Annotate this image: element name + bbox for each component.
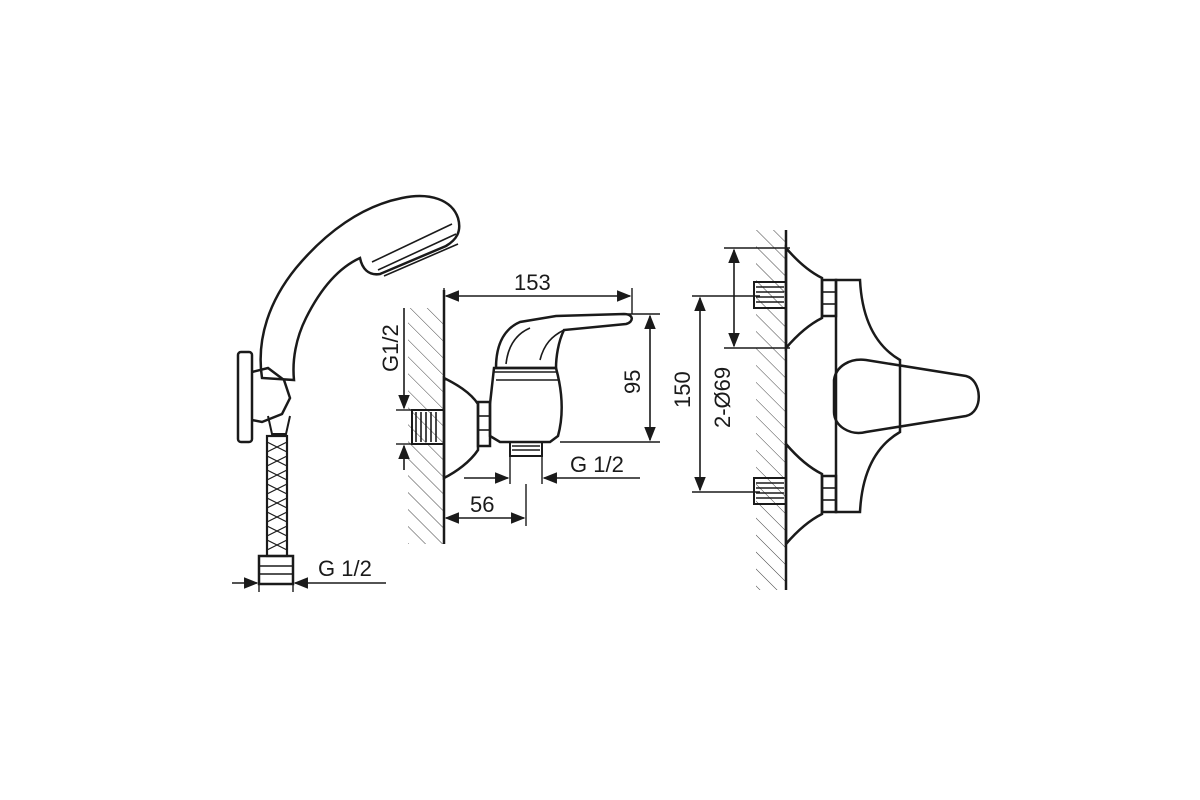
wall-thread-dimension: G1/2 xyxy=(378,324,403,372)
width-dimension: 153 xyxy=(514,270,551,295)
wall-hatch-front xyxy=(756,230,786,590)
mixer-lever xyxy=(494,312,633,370)
hose-braid xyxy=(266,441,288,551)
height-dimension: 95 xyxy=(620,370,645,394)
mixer-body xyxy=(488,366,563,444)
wall-flange xyxy=(442,375,480,481)
hose-nut xyxy=(257,554,295,586)
wall-offset-dimension: 56 xyxy=(470,492,494,517)
shower-handset xyxy=(259,194,461,382)
shower-hose xyxy=(265,434,289,558)
hose-thread-dimension: G 1/2 xyxy=(318,556,372,581)
front-mixer-body xyxy=(834,278,902,514)
front-view: 2-Ø69 150 xyxy=(670,230,980,590)
wall-bracket xyxy=(236,350,254,444)
front-mixer-lever xyxy=(832,358,980,435)
outlet-thread-dimension: G 1/2 xyxy=(570,452,624,477)
shower-head-assembly: G 1/2 xyxy=(232,194,461,592)
flange-dimension: 2-Ø69 xyxy=(710,367,735,428)
bracket-holder xyxy=(251,366,292,424)
spacing-dimension: 150 xyxy=(670,371,695,408)
side-view: 153 95 G1/2 G 1/2 56 xyxy=(378,270,660,544)
